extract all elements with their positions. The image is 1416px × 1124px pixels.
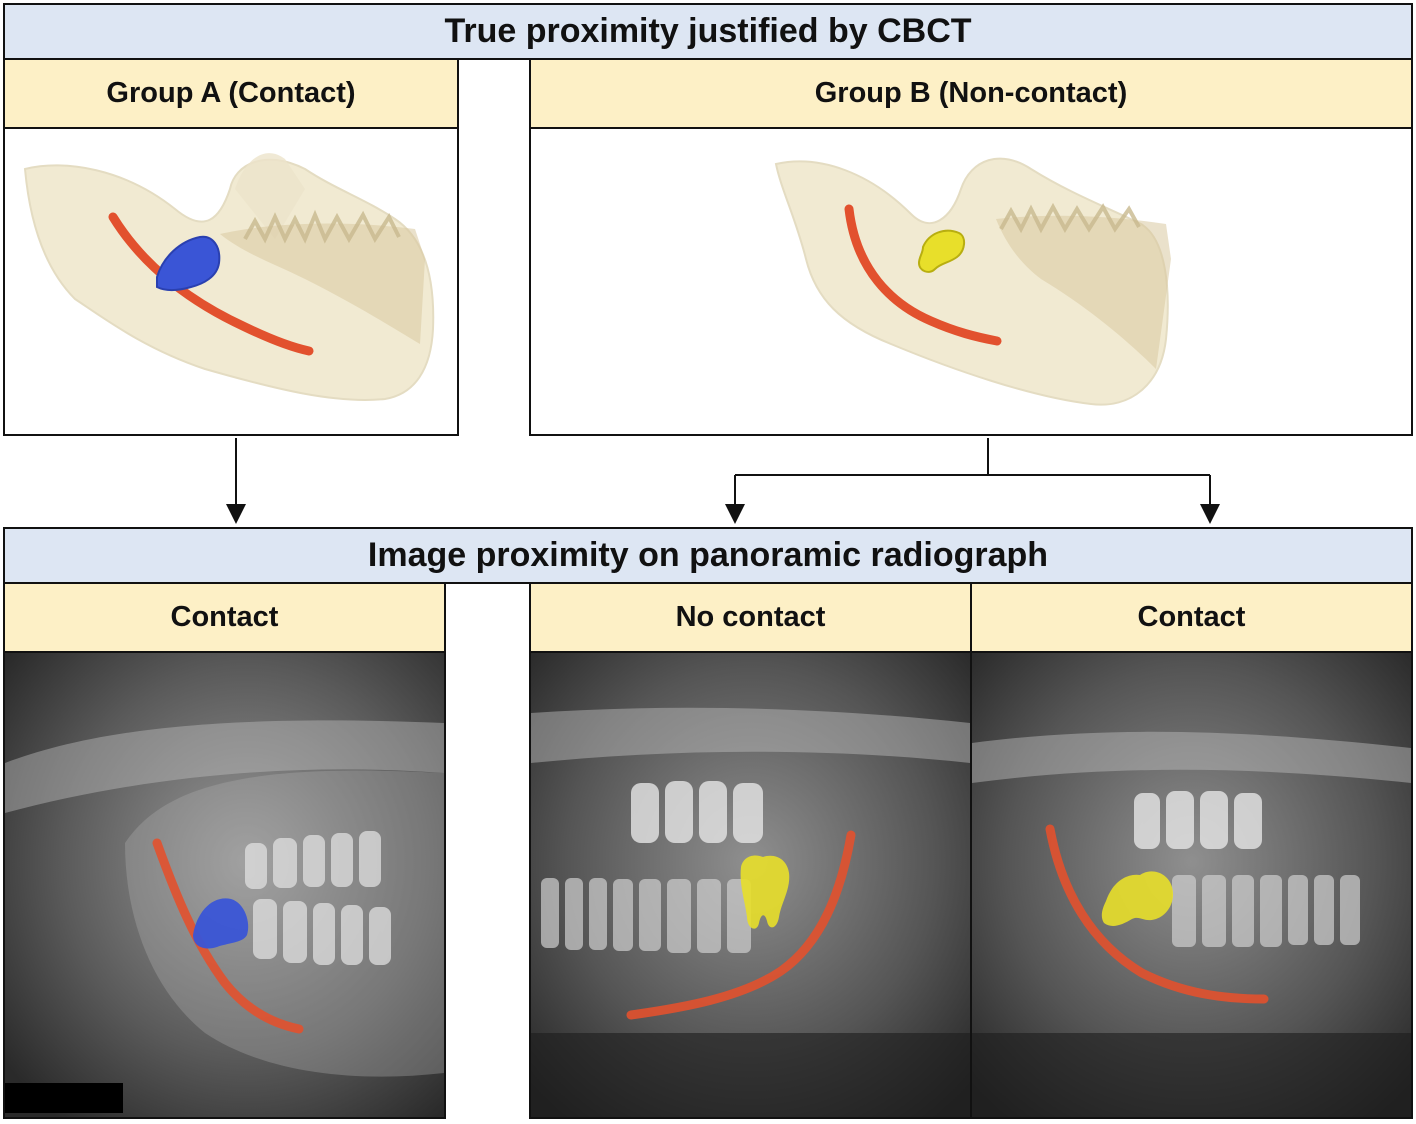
radiograph-contact-image <box>5 653 444 1117</box>
top-header-title: True proximity justified by CBCT <box>444 12 972 50</box>
upper-tooth-row <box>631 781 763 843</box>
bottom-header: Image proximity on panoramic radiograph <box>3 527 1413 584</box>
pano-left-header: Contact <box>3 582 446 653</box>
mandible-bone <box>23 153 435 401</box>
group-b-cbct-panel <box>529 127 1413 436</box>
impacted-tooth-contact <box>156 235 221 291</box>
top-header: True proximity justified by CBCT <box>3 3 1413 60</box>
nerve-canal-path <box>1045 824 1269 1004</box>
pano-right-header: Contact <box>970 582 1413 653</box>
group-a-label: Group A (Contact) <box>106 77 356 109</box>
pano-left-label: Contact <box>170 601 279 633</box>
lower-tooth-row <box>1172 875 1360 947</box>
group-b-label: Group B (Non-contact) <box>814 77 1128 109</box>
nerve-canal-path <box>844 204 1002 346</box>
radiograph-contact-image-2 <box>972 653 1411 1117</box>
pano-right-label: Contact <box>1137 601 1246 633</box>
cbct-mandible-noncontact-image <box>774 157 1171 406</box>
pano-middle-label: No contact <box>675 601 826 633</box>
bottom-header-title: Image proximity on panoramic radiograph <box>367 536 1049 574</box>
mandible-bone <box>774 157 1171 406</box>
nerve-canal-path <box>108 212 314 356</box>
pano-middle-header: No contact <box>529 582 972 653</box>
upper-tooth-row <box>1134 791 1262 849</box>
pano-middle-radiograph <box>529 651 972 1119</box>
group-a-cbct-panel <box>3 127 459 436</box>
pano-right-radiograph <box>970 651 1413 1119</box>
nerve-canal-path <box>152 838 304 1034</box>
radiograph-no-contact-image <box>531 653 970 1117</box>
lower-tooth-row <box>541 878 751 953</box>
nerve-canal-path <box>626 830 856 1020</box>
impacted-tooth-noncontact <box>740 855 790 929</box>
impacted-tooth-contact <box>193 898 249 949</box>
cbct-mandible-contact-image <box>23 153 435 401</box>
group-b-header: Group B (Non-contact) <box>529 58 1413 129</box>
impacted-tooth-noncontact <box>917 229 965 273</box>
tooth-row <box>245 831 391 965</box>
pano-left-radiograph <box>3 651 446 1119</box>
impacted-tooth-contact <box>1101 871 1174 926</box>
